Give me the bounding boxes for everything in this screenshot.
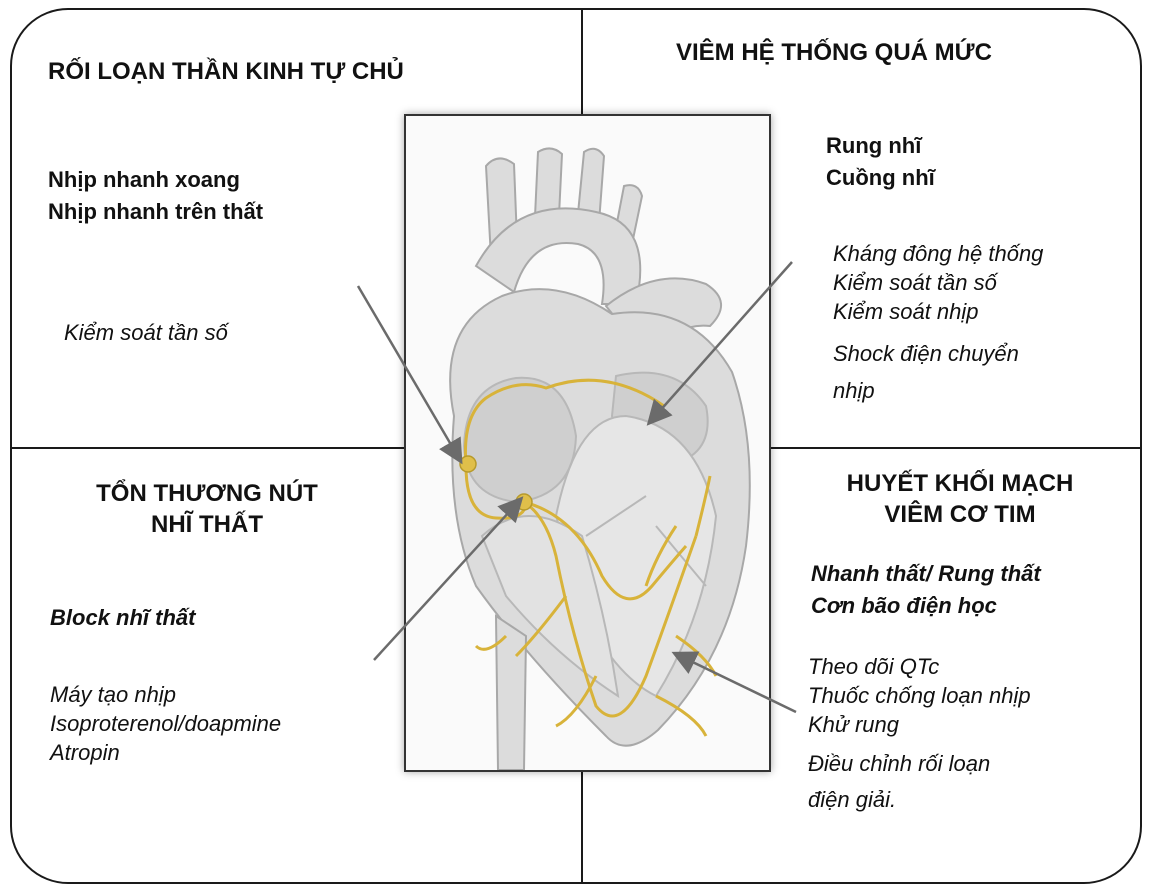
pointer-av-node bbox=[374, 500, 520, 660]
pointer-sa-node bbox=[358, 286, 460, 460]
pointer-atria bbox=[650, 262, 792, 422]
pointer-ventricle bbox=[676, 654, 796, 712]
